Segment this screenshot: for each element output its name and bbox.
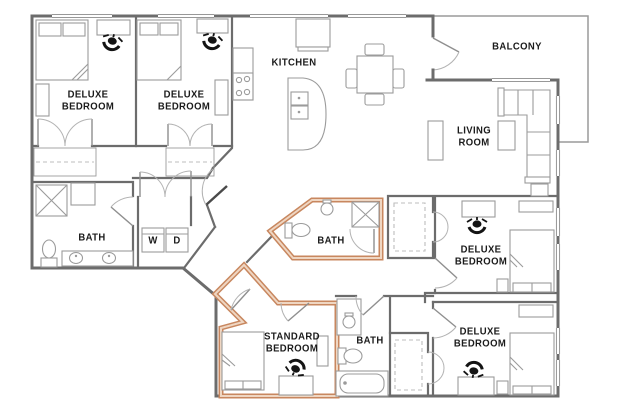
left-bath-fixtures xyxy=(35,182,134,268)
room-label-kitchen: KITCHEN xyxy=(271,57,317,69)
mid-walkin-closet xyxy=(393,202,426,252)
doors xyxy=(37,118,458,385)
highlight-middle-bath xyxy=(266,197,384,261)
chair-icon xyxy=(465,215,489,235)
bedroom4-furniture xyxy=(394,304,555,396)
chair-icon xyxy=(198,29,226,53)
dryer-label: D xyxy=(173,235,181,247)
bottom-bath-fixtures xyxy=(335,298,389,397)
windows xyxy=(52,13,561,386)
bedroom3-furniture xyxy=(461,200,555,293)
room-label-bath-middle: BATH xyxy=(317,235,345,247)
washer-dryer xyxy=(141,227,189,253)
balcony-outline xyxy=(432,15,589,143)
washer-label: W xyxy=(148,235,158,247)
middle-bath-fixtures xyxy=(284,199,380,239)
interior-walls xyxy=(30,14,560,398)
room-label-bath-bottom: BATH xyxy=(356,335,384,347)
bedroom1-furniture xyxy=(33,19,131,177)
dining-set xyxy=(345,43,405,106)
highlight-standard-bedroom xyxy=(211,261,340,399)
bedroom2-furniture xyxy=(136,18,229,177)
kitchen-fixtures xyxy=(232,18,331,151)
living-room-furniture xyxy=(427,87,551,197)
room-label-balcony: BALCONY xyxy=(492,41,542,53)
room-label-bath-left: BATH xyxy=(78,232,106,244)
desk-chair-icons xyxy=(98,29,489,382)
standard-bedroom-furniture xyxy=(221,331,329,396)
